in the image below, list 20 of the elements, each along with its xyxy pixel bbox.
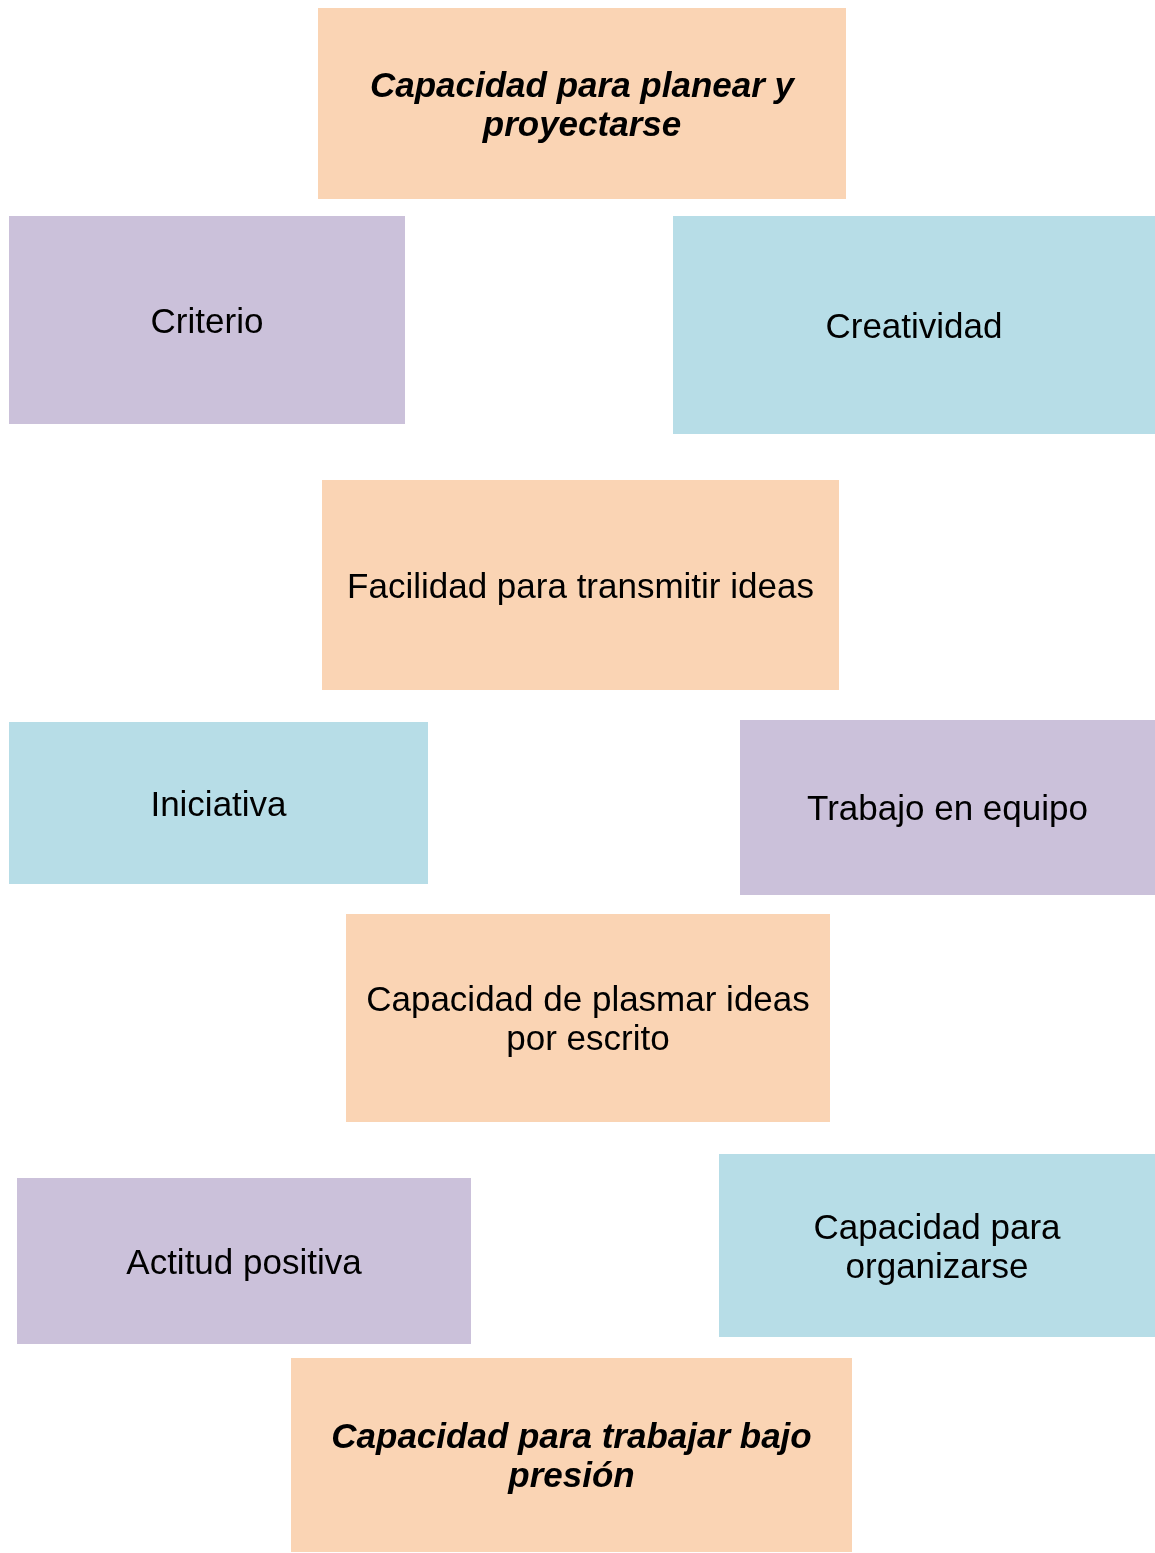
label-box [17, 1178, 471, 1344]
box-text: Capacidad para planear y proyectarse [368, 64, 796, 143]
label-box [9, 216, 405, 424]
label-box [322, 480, 839, 690]
box-text: Criterio [150, 300, 264, 340]
label-box [346, 914, 830, 1122]
label-box [318, 8, 846, 199]
box-text: Actitud positiva [126, 1241, 362, 1281]
box-text: Iniciativa [150, 783, 287, 823]
box-text: Facilidad para transmitir ideas [347, 565, 814, 605]
box-text: Capacidad de plasmar ideas por escrito [365, 979, 811, 1057]
label-box [719, 1154, 1155, 1337]
box-text: Capacidad para organizarse [812, 1206, 1062, 1285]
box-text: Creatividad [825, 305, 1003, 345]
box-text: Trabajo en equipo [807, 788, 1088, 827]
label-box [291, 1358, 852, 1552]
label-box [673, 216, 1155, 434]
label-box [740, 720, 1155, 895]
label-box [9, 722, 428, 884]
box-text: Capacidad para trabajar bajo presión [330, 1416, 813, 1494]
